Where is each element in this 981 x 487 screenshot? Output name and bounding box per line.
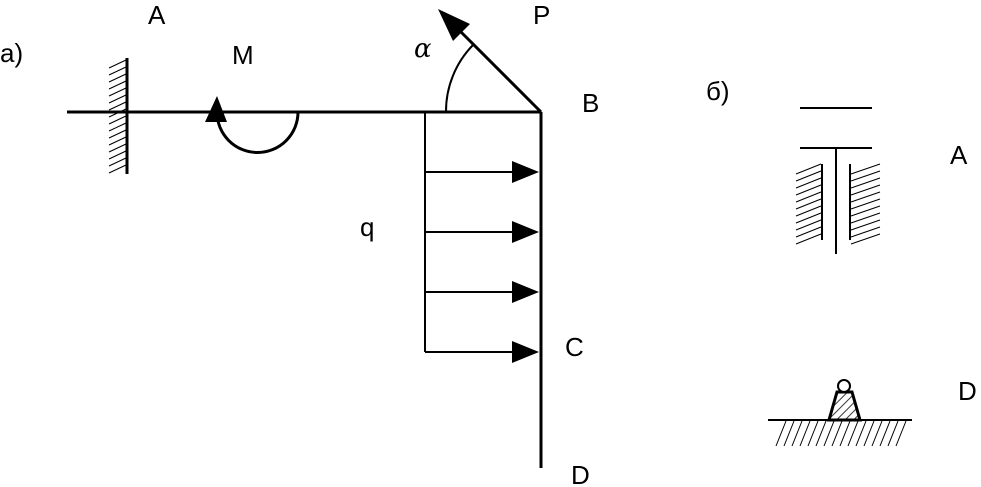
label-part-b: б) [706,76,730,106]
force-arrow-p [438,9,543,114]
label-b-d: D [958,376,977,406]
label-d: D [571,460,590,487]
pin-joint-icon [837,379,851,393]
load-arrow-head [512,161,539,183]
pin-support-body [827,390,862,422]
load-arrow-head [512,281,539,303]
label-a: A [148,0,166,30]
label-b-a: A [950,140,968,170]
label-q: q [360,212,374,242]
label-b: B [582,88,599,118]
label-m: M [232,40,254,70]
sliding-support-a [795,107,881,254]
pinned-support-d [768,379,912,447]
angle-arc-alpha [444,44,474,113]
distributed-load-q [424,112,539,363]
moment-arrow-m [205,96,300,154]
label-part-a: a) [0,38,23,68]
load-arrow-head [512,221,539,243]
load-arrow-head [512,341,539,363]
label-p: P [533,0,550,30]
label-c: C [565,332,584,362]
label-alpha: α [414,34,432,64]
fixed-support-a [108,58,129,174]
